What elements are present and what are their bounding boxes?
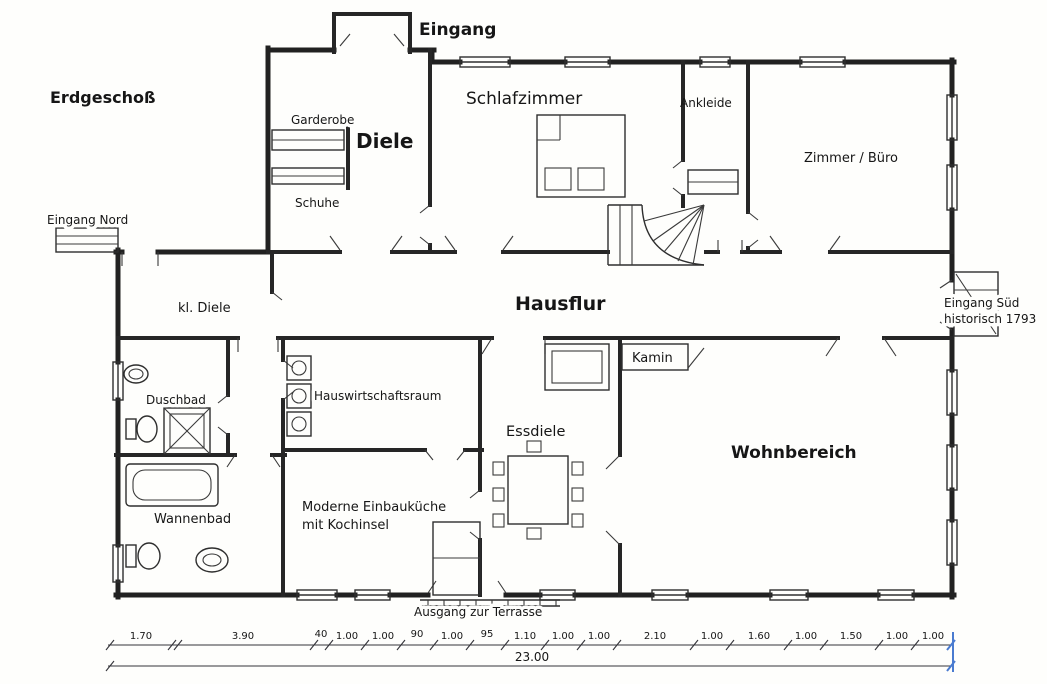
label-schuhe: Schuhe <box>295 196 339 210</box>
label-eingang-nord: Eingang Nord <box>47 213 128 227</box>
dimension-label: 1.00 <box>552 631 574 642</box>
dimension-label: 1.00 <box>795 631 817 642</box>
label-ankleide: Ankleide <box>680 96 732 110</box>
appliances-icons <box>286 355 312 437</box>
label-wohnbereich: Wohnbereich <box>731 443 857 463</box>
label-wannenbad: Wannenbad <box>154 512 231 527</box>
dimension-label: 1.00 <box>886 631 908 642</box>
label-eingang-sued-year: historisch 1793 <box>944 312 1036 326</box>
door-marks <box>121 159 953 594</box>
dimension-lines <box>105 632 956 672</box>
stairs-icon <box>607 204 705 266</box>
dimension-label: 1.00 <box>701 631 723 642</box>
label-duschbad: Duschbad <box>146 393 206 407</box>
dimension-label: 1.00 <box>441 631 463 642</box>
label-kueche-line2: mit Kochinsel <box>302 518 389 533</box>
label-eingang-sued: Eingang Süd <box>944 296 1019 310</box>
bed-icon <box>536 114 626 198</box>
label-hauswirtschaftsraum: Hauswirtschaftsraum <box>314 389 441 403</box>
dimension-label: 1.50 <box>840 631 862 642</box>
label-zimmer-buero: Zimmer / Büro <box>804 151 898 166</box>
label-kamin: Kamin <box>632 351 673 366</box>
dimension-label: 1.00 <box>372 631 394 642</box>
dimension-label: 90 <box>411 629 424 640</box>
dimension-label: 95 <box>481 629 494 640</box>
dimension-label: 1.10 <box>514 631 536 642</box>
terrace-steps <box>420 599 560 607</box>
dimension-label: 1.70 <box>130 631 152 642</box>
windows <box>112 56 958 601</box>
label-essdiele: Essdiele <box>506 424 565 440</box>
exterior-walls <box>113 45 957 600</box>
label-kl-diele: kl. Diele <box>178 301 231 316</box>
kitchen-counter-icon <box>432 521 481 596</box>
label-diele: Diele <box>356 129 413 153</box>
entrance-vestibule <box>332 12 412 54</box>
dimension-label: 40 <box>315 629 328 640</box>
label-garderobe: Garderobe <box>291 113 354 127</box>
dining-table-icon <box>492 440 584 540</box>
dimension-label: 1.00 <box>336 631 358 642</box>
dimension-label: 1.00 <box>922 631 944 642</box>
label-ausgang-terrasse: Ausgang zur Terrasse <box>414 605 542 619</box>
tub-bath-fixtures <box>125 463 229 573</box>
south-entrance-steps <box>953 271 999 337</box>
dimension-label: 3.90 <box>232 631 254 642</box>
ankleide-closet-icon <box>687 169 739 195</box>
north-entrance-steps <box>55 227 119 253</box>
dimension-label: 2.10 <box>644 631 666 642</box>
dimension-total: 23.00 <box>515 650 549 664</box>
floor-title: Erdgeschoß <box>50 88 155 107</box>
label-kueche-line1: Moderne Einbauküche <box>302 500 446 515</box>
shower-bath-fixtures <box>123 364 211 455</box>
label-eingang-top: Eingang <box>419 20 496 40</box>
dimension-label: 1.00 <box>588 631 610 642</box>
label-schlafzimmer: Schlafzimmer <box>466 89 582 109</box>
wardrobe-icon <box>271 126 350 190</box>
fireplace-icon <box>544 343 705 391</box>
dimension-label: 1.60 <box>748 631 770 642</box>
label-hausflur: Hausflur <box>515 293 606 315</box>
interior-walls <box>114 48 954 597</box>
